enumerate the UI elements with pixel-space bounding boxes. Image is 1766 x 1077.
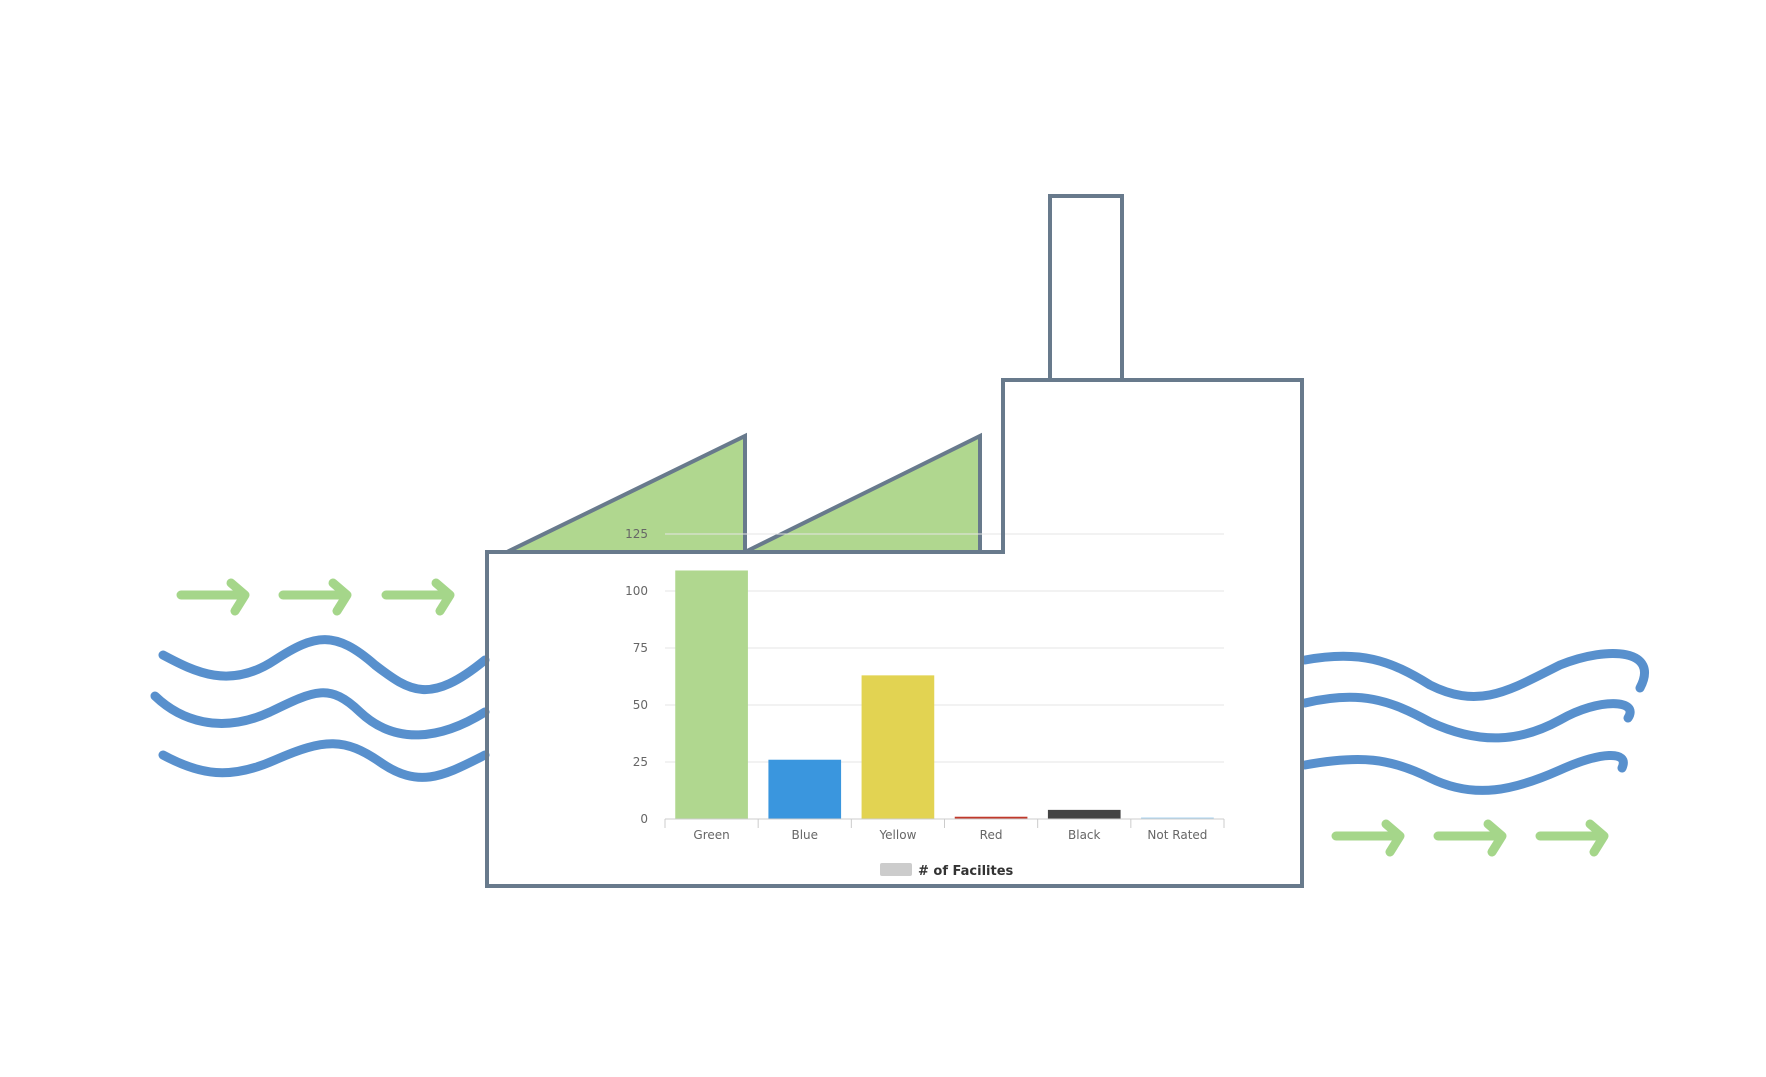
outflow-arrows xyxy=(1331,819,1609,857)
wave-icon xyxy=(158,739,490,782)
bar-yellow xyxy=(861,675,935,819)
chart-legend: # of Facilites xyxy=(880,863,1014,879)
category-label: Black xyxy=(1068,828,1101,842)
chart-bars xyxy=(675,570,1214,819)
category-label: Not Rated xyxy=(1147,828,1207,842)
bar-blue xyxy=(768,759,842,819)
wave-icon xyxy=(1300,751,1628,795)
factory-building-outline xyxy=(485,378,1304,888)
chimney xyxy=(1048,194,1124,382)
outflow-arrow-icon xyxy=(1433,819,1507,857)
category-label: Blue xyxy=(791,828,818,842)
y-tick-label: 25 xyxy=(633,755,648,769)
wave-icon xyxy=(1300,648,1649,701)
inflow-arrow-icon xyxy=(381,578,455,616)
chart-y-axis: 0 25 50 75 100 125 xyxy=(625,527,648,826)
bar-not-rated xyxy=(1141,817,1214,819)
wave-icon xyxy=(158,635,490,694)
chart-category-labels: Green Blue Yellow Red Black Not Rated xyxy=(693,828,1207,842)
bar-black xyxy=(1047,809,1121,819)
inflow-arrow-icon xyxy=(176,578,250,616)
chart-gridlines xyxy=(665,533,1224,763)
wave-icon xyxy=(1300,692,1635,743)
wave-icon xyxy=(150,688,490,740)
inflow-arrow-icon xyxy=(278,578,352,616)
outflow-water-waves xyxy=(1300,648,1649,795)
y-tick-label: 100 xyxy=(625,584,648,598)
inflow-arrows xyxy=(176,578,455,616)
bar-red xyxy=(954,816,1028,819)
legend-swatch xyxy=(880,863,912,876)
legend-label: # of Facilites xyxy=(918,864,1014,879)
y-tick-label: 50 xyxy=(633,698,648,712)
roof-triangle-right xyxy=(744,432,982,554)
y-tick-label: 0 xyxy=(640,812,648,826)
outflow-arrow-icon xyxy=(1331,819,1405,857)
category-label: Yellow xyxy=(878,828,916,842)
y-tick-label: 125 xyxy=(625,527,648,541)
bar-green xyxy=(675,570,748,819)
category-label: Red xyxy=(980,828,1003,842)
y-tick-label: 75 xyxy=(633,641,648,655)
outflow-arrow-icon xyxy=(1535,819,1609,857)
chart-x-axis xyxy=(664,818,1225,828)
category-label: Green xyxy=(693,828,729,842)
inflow-water-waves xyxy=(150,635,490,782)
